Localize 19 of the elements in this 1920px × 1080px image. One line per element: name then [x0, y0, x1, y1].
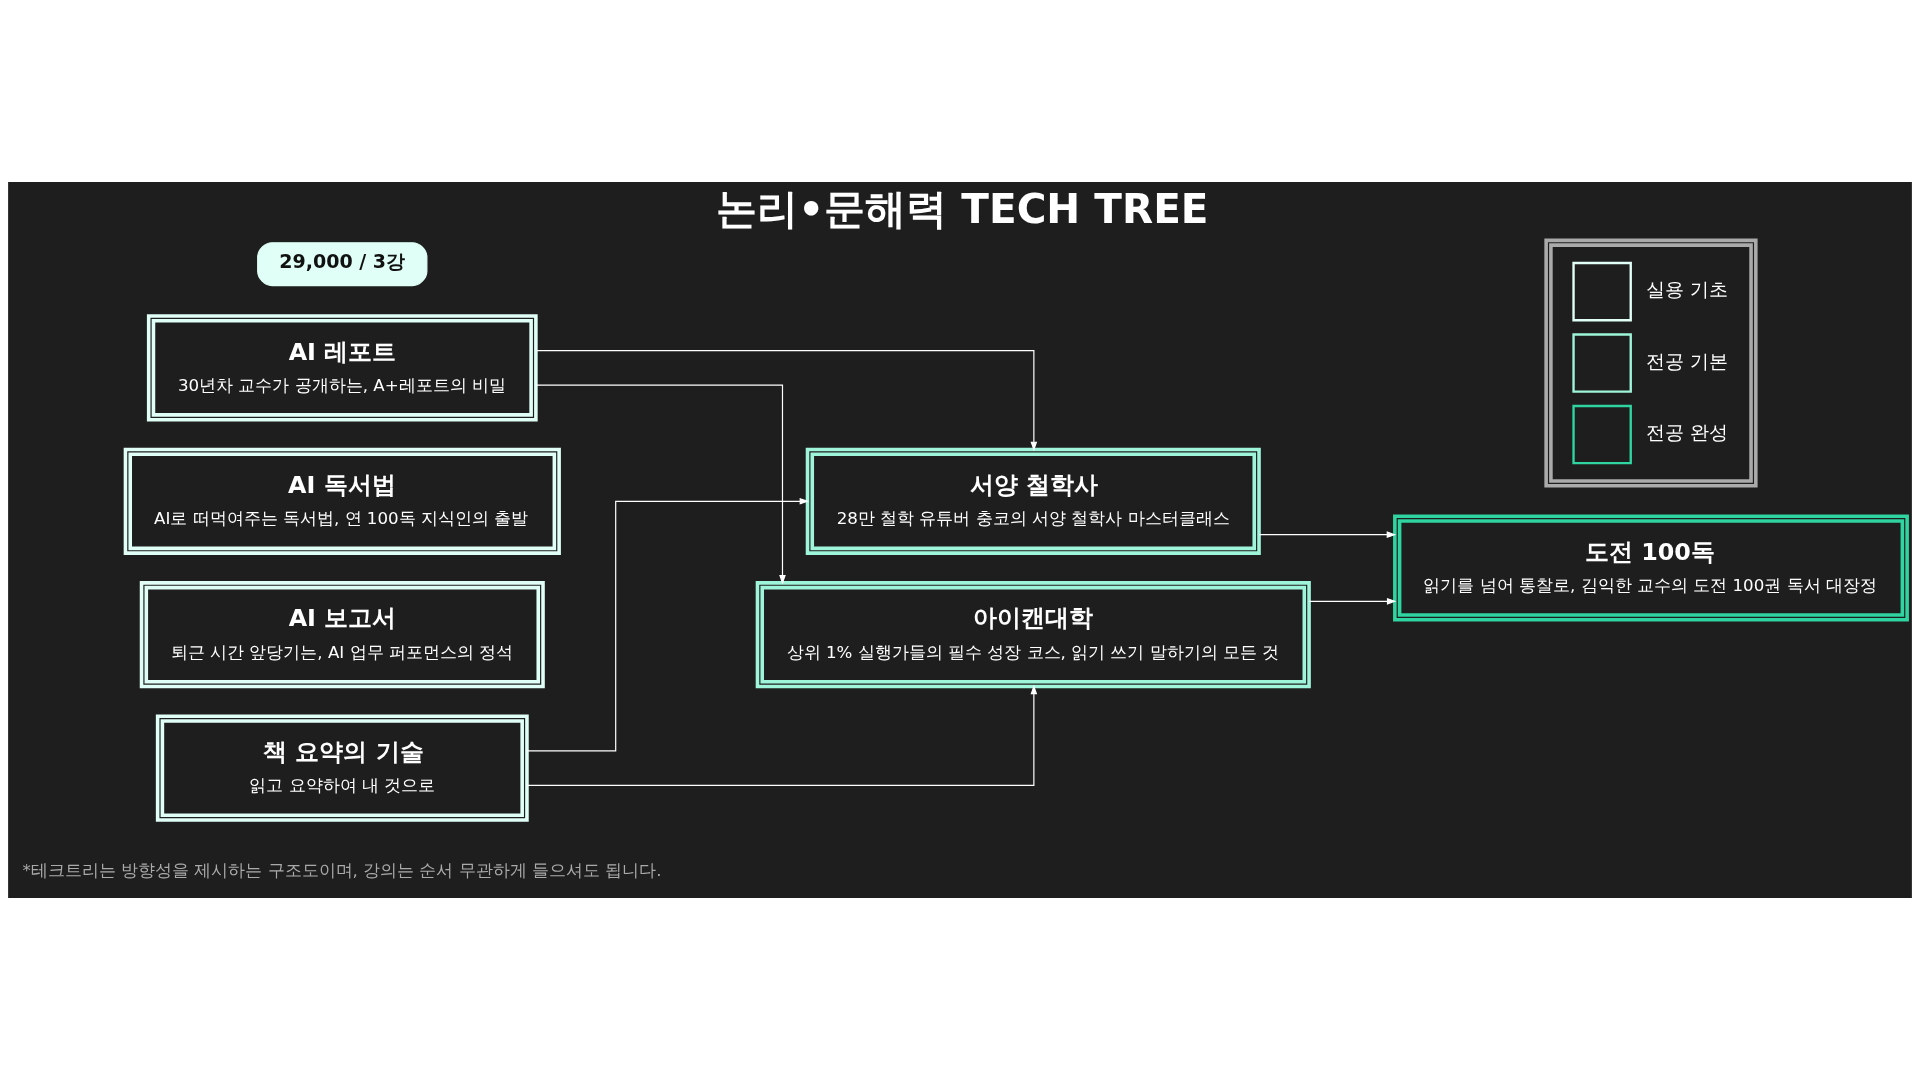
arrow — [526, 684, 1038, 786]
node-box: 아이캔대학 상위 1% 실행가들의 필수 성장 코스, 읽기 쓰기 말하기의 모든 것 — [755, 581, 1311, 689]
legend-label: 전공 기본 — [1646, 349, 1729, 372]
arrow — [535, 350, 1038, 452]
node-box: 29,000 / 3강 — [257, 242, 428, 287]
node-box: AI 레포트 30년차 교수가 공개하는, A+레포트의 비밀 — [146, 314, 538, 422]
legend-label: 전공 완성 — [1646, 421, 1729, 444]
arrow — [535, 384, 786, 585]
arrow — [1258, 531, 1397, 538]
node-box: 서양 철학사 28만 철학 유튜버 충코의 서양 철학사 마스터클래스 — [805, 447, 1261, 555]
arrow — [526, 497, 810, 752]
node-box: 도전 100독 읽기를 넘어 통찰로, 김익한 교수의 도전 100권 독서 대장정 — [1393, 514, 1909, 622]
legend-label: 실용 기초 — [1646, 278, 1729, 301]
node-box: AI 보고서 퇴근 시간 앞당기는, AI 업무 퍼포먼스의 정석 — [139, 581, 545, 689]
node-box: AI 독서법 AI로 떠먹여주는 독서법, 연 100독 지식인의 출발 — [123, 447, 561, 555]
node-box: 책 요약의 기술 읽고 요약하여 내 것으로 — [155, 714, 529, 822]
arrow — [1308, 598, 1397, 605]
diagram-title: 논리•문해력 TECH TREE — [716, 184, 1209, 233]
caption: *테크트리는 방향성을 제시하는 구조도이며, 강의는 순서 무관하게 들으셔도 됩니다. — [22, 861, 662, 881]
